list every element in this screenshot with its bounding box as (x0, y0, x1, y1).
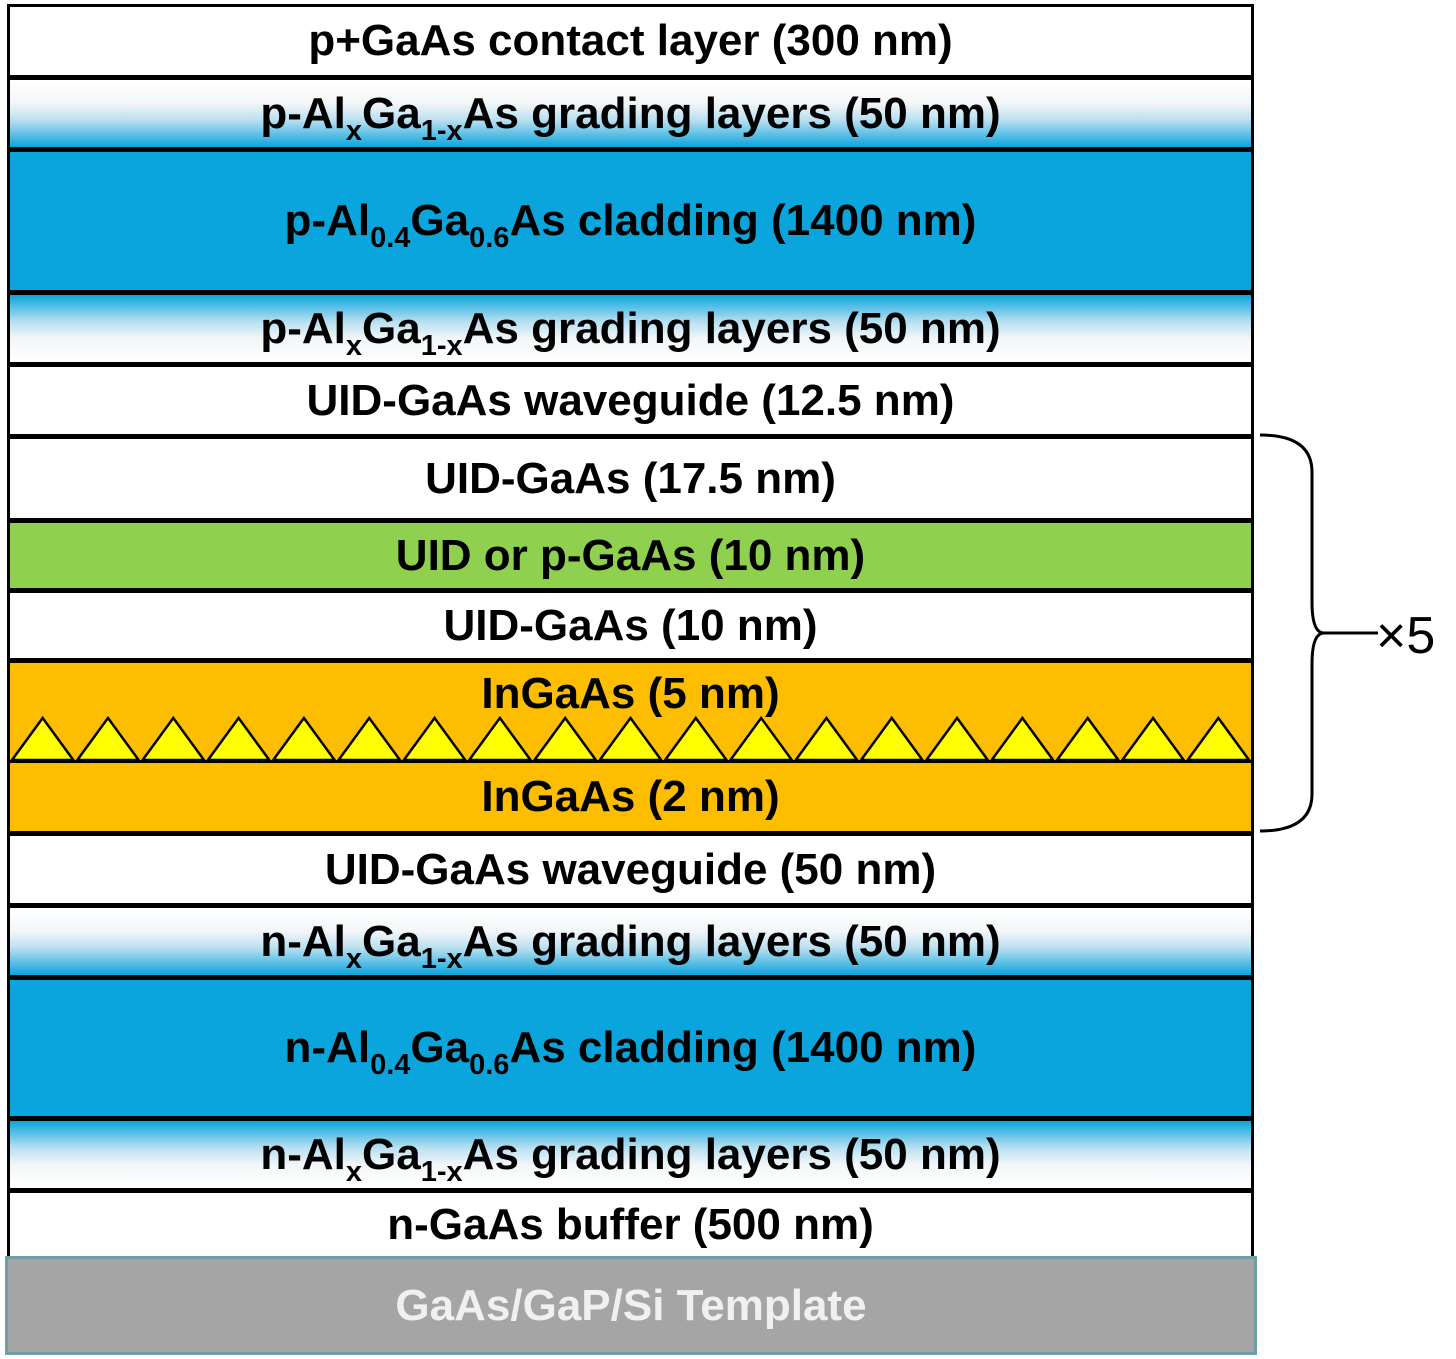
subscript: x (345, 329, 363, 362)
label-text: Ga (362, 916, 421, 966)
layer-uid-gaas-10: UID-GaAs (10 nm) (7, 590, 1254, 661)
layer-label: UID-GaAs (10 nm) (443, 601, 817, 651)
subscript: 0.6 (469, 1049, 510, 1081)
label-text: Ga (362, 1129, 421, 1179)
label-text: UID-GaAs (10 nm) (443, 600, 818, 650)
repeat-pointer (1322, 631, 1378, 635)
label-text: UID or p-GaAs (10 nm) (395, 530, 866, 580)
quantum-dot (859, 716, 924, 760)
label-text: n-Al (284, 1023, 371, 1072)
quantum-dot (1186, 716, 1251, 760)
quantum-dot (728, 716, 794, 760)
label-text: As cladding (1400 nm) (509, 1023, 977, 1072)
quantum-dot (467, 716, 533, 760)
repeat-count-label: ×5 (1376, 607, 1436, 665)
layer-label: GaAs/GaP/Si Template (395, 1281, 866, 1331)
layer-label: UID-GaAs waveguide (12.5 nm) (307, 376, 955, 426)
layer-label: n-AlxGa1-xAs grading layers (50 nm) (260, 916, 1001, 974)
subscript: 1-x (420, 114, 463, 147)
label-text: InGaAs (5 nm) (481, 669, 780, 718)
label-text: InGaAs (2 nm) (481, 772, 780, 821)
repeat-bracket (1259, 433, 1325, 833)
label-text: Ga (410, 196, 470, 245)
layer-label: p-AlxGa1-xAs grading layers (50 nm) (260, 303, 1001, 361)
label-text: As grading layers (50 nm) (462, 916, 1001, 966)
subscript: 1-x (420, 329, 463, 362)
layer-p-grading-lower: p-AlxGa1-xAs grading layers (50 nm) (7, 292, 1254, 365)
quantum-dot (990, 716, 1055, 760)
layer-label: UID-GaAs (17.5 nm) (425, 454, 836, 504)
label-text: As cladding (1400 nm) (509, 196, 977, 245)
quantum-dot (206, 716, 271, 760)
subscript: 0.4 (370, 1049, 411, 1081)
quantum-dot-row (10, 716, 1251, 760)
layer-uid-gaas-17: UID-GaAs (17.5 nm) (7, 436, 1254, 521)
layer-p-cladding: p-Al0.4Ga0.6As cladding (1400 nm) (7, 149, 1254, 293)
label-text: As grading layers (50 nm) (462, 88, 1001, 138)
layer-uid-or-p-gaas: UID or p-GaAs (10 nm) (7, 520, 1254, 591)
label-text: n-GaAs buffer (500 nm) (387, 1200, 874, 1249)
label-text: UID-GaAs (17.5 nm) (425, 453, 836, 503)
subscript: x (345, 114, 363, 147)
quantum-dot (1120, 716, 1186, 760)
quantum-dot (663, 716, 729, 760)
label-text: UID-GaAs waveguide (12.5 nm) (306, 375, 955, 425)
label-text: UID-GaAs waveguide (50 nm) (324, 844, 937, 894)
quantum-dot (271, 716, 337, 760)
quantum-dot (924, 716, 990, 760)
layer-n-grading-lower: n-AlxGa1-xAs grading layers (50 nm) (7, 1118, 1254, 1191)
subscript: x (345, 942, 363, 975)
bracket-curve (1259, 433, 1325, 833)
quantum-dot (598, 716, 663, 760)
layer-p-contact: p+GaAs contact layer (300 nm) (7, 4, 1254, 78)
layer-label: InGaAs (2 nm) (481, 772, 779, 822)
layer-uid-waveguide-lower: UID-GaAs waveguide (50 nm) (7, 833, 1254, 906)
subscript: 0.6 (469, 222, 510, 254)
layer-label: n-AlxGa1-xAs grading layers (50 nm) (260, 1129, 1001, 1187)
quantum-dot (337, 716, 402, 760)
label-text: As grading layers (50 nm) (462, 1129, 1001, 1179)
layer-label: UID-GaAs waveguide (50 nm) (325, 845, 936, 895)
quantum-dot (141, 716, 206, 760)
quantum-dot (532, 716, 598, 760)
subscript: 0.4 (370, 222, 411, 254)
label-text: n-Al (260, 1129, 346, 1179)
subscript: 1-x (420, 942, 463, 975)
label-text: p-Al (260, 303, 346, 353)
subscript: x (345, 1155, 363, 1188)
label-text: GaAs/GaP/Si Template (395, 1280, 867, 1330)
quantum-dot (10, 716, 75, 760)
label-text: As grading layers (50 nm) (462, 303, 1001, 353)
layer-label: UID or p-GaAs (10 nm) (396, 531, 865, 581)
label-text: p-Al (260, 88, 346, 138)
layer-label: p-Al0.4Ga0.6As cladding (1400 nm) (284, 196, 977, 253)
layer-label: n-GaAs buffer (500 nm) (387, 1200, 874, 1250)
layer-label: p-AlxGa1-xAs grading layers (50 nm) (260, 88, 1001, 146)
layer-n-grading-upper: n-AlxGa1-xAs grading layers (50 nm) (7, 905, 1254, 978)
layer-p-grading-upper: p-AlxGa1-xAs grading layers (50 nm) (7, 77, 1254, 150)
quantum-dot (75, 716, 141, 760)
quantum-dot (794, 716, 859, 760)
layer-n-cladding: n-Al0.4Ga0.6As cladding (1400 nm) (7, 977, 1254, 1119)
layer-label: InGaAs (5 nm) (481, 669, 779, 719)
layer-uid-waveguide-upper: UID-GaAs waveguide (12.5 nm) (7, 364, 1254, 437)
label-text: Ga (410, 1023, 470, 1072)
label-text: n-Al (260, 916, 346, 966)
label-text: p-Al (284, 196, 371, 245)
quantum-dot (402, 716, 467, 760)
layer-template: GaAs/GaP/Si Template (5, 1256, 1257, 1355)
label-text: Ga (362, 88, 421, 138)
layer-ingaas-2: InGaAs (2 nm) (7, 760, 1254, 834)
label-text: p+GaAs contact layer (300 nm) (308, 16, 953, 65)
layer-n-buffer: n-GaAs buffer (500 nm) (7, 1190, 1254, 1260)
label-text: Ga (362, 303, 421, 353)
layer-label: p+GaAs contact layer (300 nm) (308, 16, 952, 66)
layer-label: n-Al0.4Ga0.6As cladding (1400 nm) (284, 1023, 977, 1080)
subscript: 1-x (420, 1155, 463, 1188)
quantum-dot (1055, 716, 1120, 760)
